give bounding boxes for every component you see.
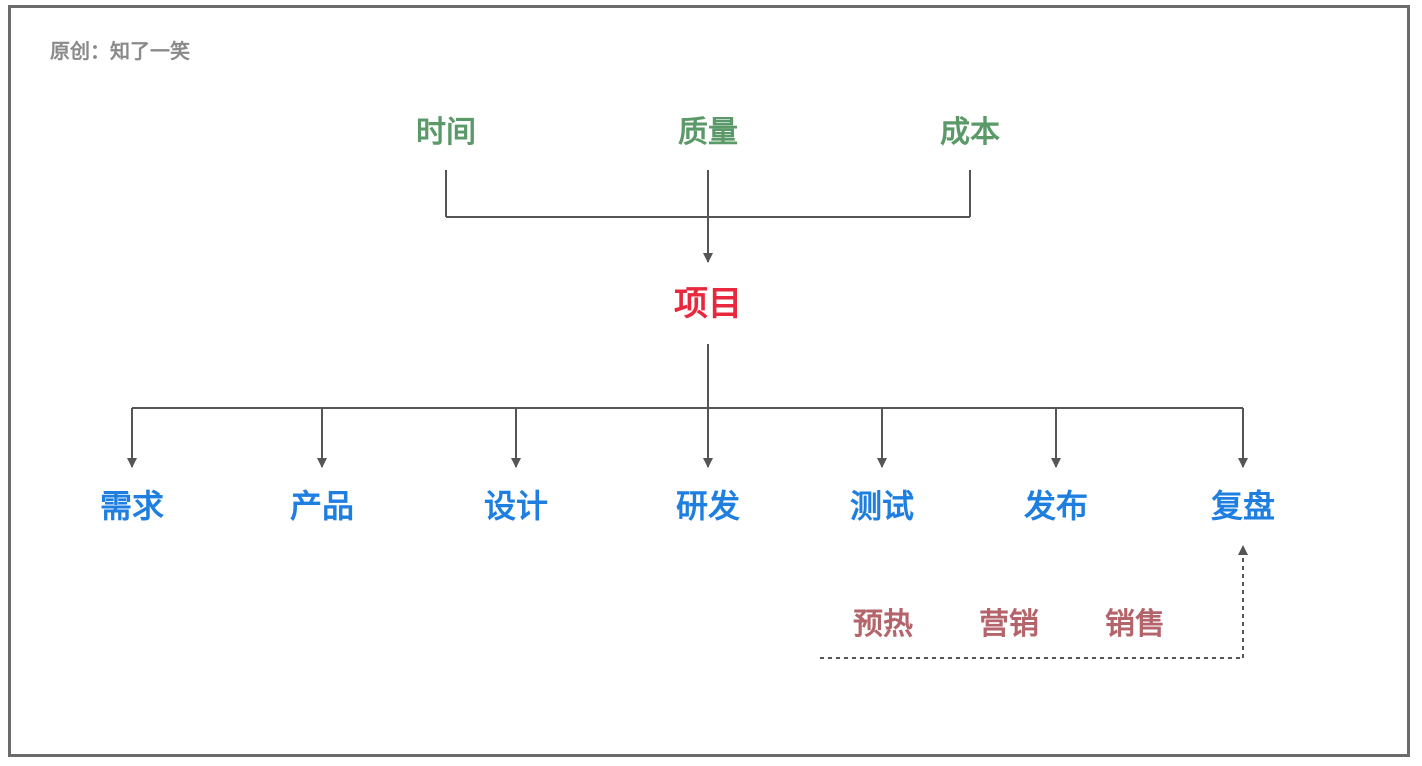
inputs-connector — [445, 170, 971, 263]
input-quality: 质量 — [678, 115, 738, 150]
stage-development: 研发 — [675, 487, 741, 525]
post-stage-sales: 销售 — [1105, 607, 1165, 642]
stages-connector — [127, 344, 1248, 468]
input-cost: 成本 — [940, 115, 1000, 150]
feedback-connector — [820, 545, 1248, 659]
stage-release: 发布 — [1023, 487, 1089, 525]
stage-design: 设计 — [483, 487, 549, 525]
center-project: 项目 — [674, 284, 742, 324]
input-time: 时间 — [416, 115, 476, 150]
stage-product: 产品 — [289, 487, 355, 525]
post-stage-marketing: 营销 — [979, 607, 1039, 642]
stage-testing: 测试 — [849, 487, 915, 525]
stage-review: 复盘 — [1210, 487, 1276, 525]
post-stage-warmup: 预热 — [853, 607, 913, 642]
credit-text: 原创：知了一笑 — [50, 39, 190, 63]
stage-requirements: 需求 — [99, 487, 165, 525]
